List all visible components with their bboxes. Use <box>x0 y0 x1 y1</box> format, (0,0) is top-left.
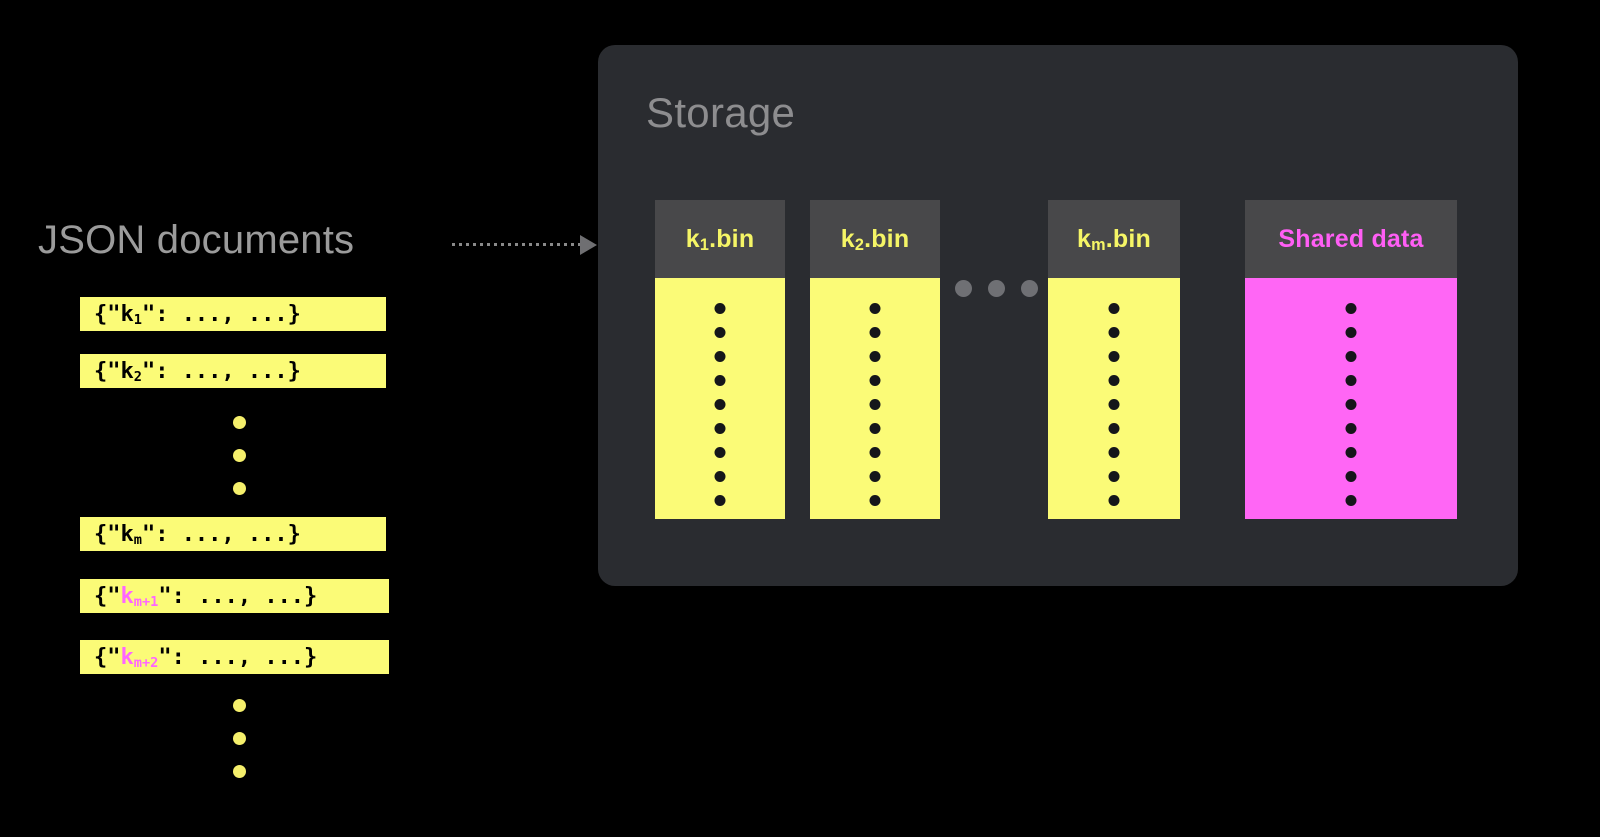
json-key: km+1 <box>120 583 159 610</box>
record-dot <box>714 471 726 482</box>
json-key-subscript: 2 <box>133 368 142 385</box>
storage-column-label: km <box>1077 224 1106 254</box>
json-value-ellipsis: ": ..., ...} <box>158 583 318 609</box>
ellipsis-dot <box>233 416 246 429</box>
json-value-ellipsis: ": ..., ...} <box>141 301 301 327</box>
record-dot <box>714 327 726 338</box>
storage-column-k2[interactable]: k2.bin <box>810 200 940 519</box>
json-documents-title: JSON documents <box>38 218 355 262</box>
storage-column-extension: .bin <box>709 224 755 253</box>
storage-title: Storage <box>646 89 796 136</box>
record-dot <box>714 375 726 386</box>
ellipsis-dot <box>233 765 246 778</box>
json-key: k2 <box>120 358 142 385</box>
storage-column-header: Shared data <box>1245 200 1457 278</box>
ellipsis-dot <box>955 280 972 297</box>
record-dot <box>714 351 726 362</box>
storage-column-extension: .bin <box>1105 224 1151 253</box>
storage-column-km[interactable]: km.bin <box>1048 200 1180 519</box>
record-dot <box>1345 303 1357 314</box>
storage-column-header: k2.bin <box>810 200 940 278</box>
record-dot <box>1345 399 1357 410</box>
record-dot <box>1345 495 1357 506</box>
json-key: km <box>120 521 142 548</box>
storage-column-label: k2 <box>840 224 865 254</box>
json-document-row: {"k1": ..., ...} <box>80 297 386 331</box>
storage-column-body <box>655 278 785 519</box>
record-dot <box>1108 351 1120 362</box>
record-dot <box>1345 327 1357 338</box>
json-key: km+2 <box>120 644 159 671</box>
record-dot <box>714 495 726 506</box>
record-dot <box>1108 399 1120 410</box>
record-dot <box>714 399 726 410</box>
json-document-row: {"km+2": ..., ...} <box>80 640 389 674</box>
storage-column-subscript: 2 <box>854 235 865 254</box>
storage-column-label: k1 <box>685 224 710 254</box>
record-dot <box>1108 447 1120 458</box>
record-dot <box>1345 447 1357 458</box>
json-brace-open: {" <box>94 358 121 384</box>
record-dot <box>714 423 726 434</box>
record-dot <box>1345 375 1357 386</box>
record-dot <box>869 423 881 434</box>
record-dot <box>1108 423 1120 434</box>
storage-column-label: Shared data <box>1278 224 1424 253</box>
json-brace-open: {" <box>94 301 121 327</box>
storage-column-shared-data[interactable]: Shared data <box>1245 200 1457 519</box>
storage-column-subscript: 1 <box>699 235 710 254</box>
json-brace-open: {" <box>94 521 121 547</box>
record-dot <box>1345 351 1357 362</box>
storage-column-header: km.bin <box>1048 200 1180 278</box>
ellipsis-dot <box>233 482 246 495</box>
storage-column-body <box>1048 278 1180 519</box>
json-value-ellipsis: ": ..., ...} <box>141 521 301 547</box>
record-dot <box>1108 327 1120 338</box>
record-dot <box>869 303 881 314</box>
json-key-subscript: 1 <box>133 311 142 328</box>
record-dot <box>1345 471 1357 482</box>
ellipsis-dot <box>1021 280 1038 297</box>
json-value-ellipsis: ": ..., ...} <box>158 644 318 670</box>
storage-panel: Storage k1.bin k2.bin km.bin Shared data <box>598 45 1518 586</box>
json-brace-open: {" <box>94 583 121 609</box>
record-dot <box>869 351 881 362</box>
record-dot <box>1108 303 1120 314</box>
flow-arrow-line <box>452 243 584 246</box>
ellipsis-dot <box>233 449 246 462</box>
record-dot <box>869 399 881 410</box>
ellipsis-dot <box>233 699 246 712</box>
ellipsis-dot <box>988 280 1005 297</box>
record-dot <box>869 327 881 338</box>
record-dot <box>1108 495 1120 506</box>
json-value-ellipsis: ": ..., ...} <box>141 358 301 384</box>
json-document-row: {"km+1": ..., ...} <box>80 579 389 613</box>
record-dot <box>1345 423 1357 434</box>
storage-column-header: k1.bin <box>655 200 785 278</box>
record-dot <box>1108 375 1120 386</box>
record-dot <box>714 303 726 314</box>
ellipsis-dot <box>233 732 246 745</box>
json-key-subscript: m+1 <box>133 593 159 610</box>
record-dot <box>869 447 881 458</box>
json-key-subscript: m <box>133 531 142 548</box>
json-document-row: {"km": ..., ...} <box>80 517 386 551</box>
storage-column-body <box>1245 278 1457 519</box>
json-document-row: {"k2": ..., ...} <box>80 354 386 388</box>
record-dot <box>869 495 881 506</box>
record-dot <box>869 375 881 386</box>
json-brace-open: {" <box>94 644 121 670</box>
storage-column-subscript: m <box>1091 235 1106 254</box>
record-dot <box>1108 471 1120 482</box>
storage-column-k1[interactable]: k1.bin <box>655 200 785 519</box>
record-dot <box>714 447 726 458</box>
record-dot <box>869 471 881 482</box>
storage-column-body <box>810 278 940 519</box>
storage-column-extension: .bin <box>864 224 910 253</box>
json-key-subscript: m+2 <box>133 654 159 671</box>
json-key: k1 <box>120 301 142 328</box>
flow-arrow-head <box>580 235 597 255</box>
